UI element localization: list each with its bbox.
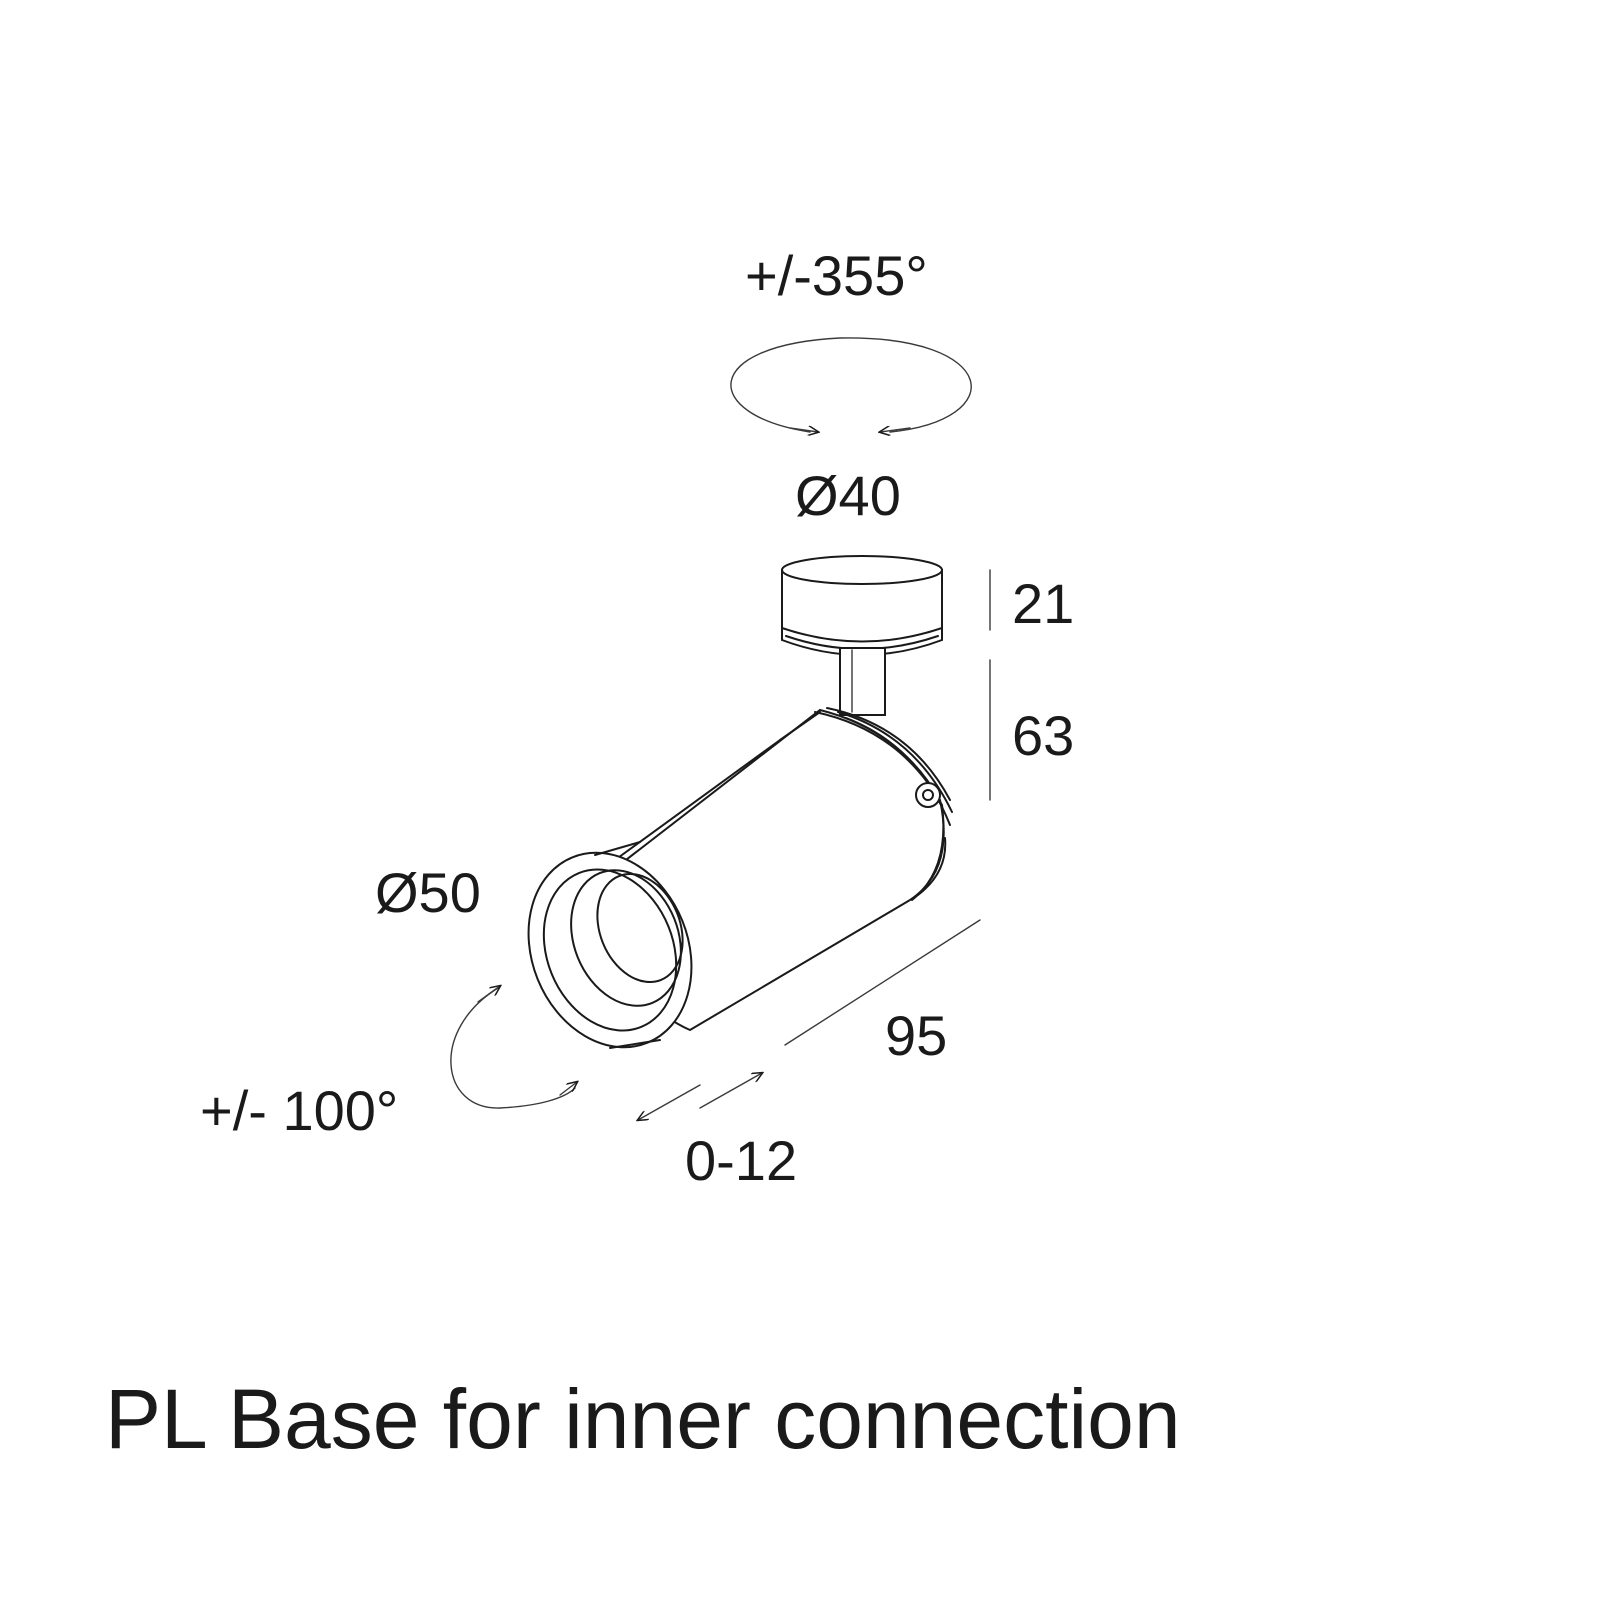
pan-rotation-label: +/-355°	[745, 244, 928, 307]
head-length-label: 95	[885, 1004, 947, 1067]
ceiling-base	[781, 555, 943, 656]
spotlight-head	[527, 707, 953, 1049]
tilt-label: +/- 100°	[200, 1079, 398, 1142]
head-length-line	[784, 919, 981, 1046]
extension-label: 0-12	[685, 1129, 797, 1192]
extension-arrows	[638, 1073, 762, 1120]
head-diameter-label: Ø50	[375, 861, 481, 924]
drawing-title: PL Base for inner connection	[105, 1372, 1181, 1466]
base-diameter-label: Ø40	[795, 464, 901, 527]
stem	[839, 647, 886, 716]
tilt-rotation-arrow	[450, 986, 577, 1109]
tilt-knob	[915, 782, 941, 808]
arm-height-label: 63	[1012, 704, 1074, 767]
base-height-label: 21	[1012, 572, 1074, 635]
pan-rotation-arrow	[730, 337, 972, 432]
